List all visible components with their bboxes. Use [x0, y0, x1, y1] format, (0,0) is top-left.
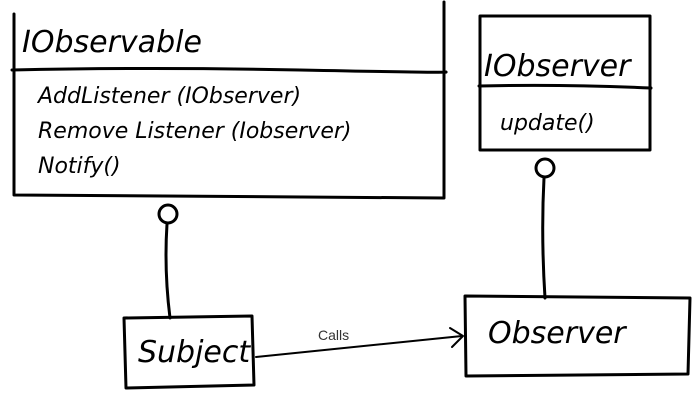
iobservable-divider — [10, 67, 448, 74]
calls-association: Calls — [255, 327, 464, 358]
iobservable-box-outline — [12, 0, 446, 200]
observer-box-outline — [463, 294, 692, 378]
iobservable-class: IObservable AddListener (IObserver) Remo… — [10, 0, 448, 200]
iobserver-lollipop — [534, 157, 556, 300]
iobservable-realization-line — [164, 222, 172, 320]
iobservable-name: IObservable — [22, 25, 202, 60]
calls-arrow-line — [255, 335, 463, 358]
iobserver-realization-line — [541, 176, 547, 300]
iobserver-divider — [477, 83, 653, 90]
iobserver-name: IObserver — [484, 49, 632, 84]
subject-class: Subject — [122, 314, 256, 390]
iobservable-method-add: AddListener (IObserver) — [36, 84, 301, 109]
iobservable-lollipop — [157, 203, 179, 320]
iobservable-interface-circle — [157, 203, 179, 225]
observer-class: Observer — [463, 294, 692, 378]
iobserver-method-update: update() — [500, 111, 595, 136]
iobserver-interface-circle — [534, 157, 556, 179]
observer-name: Observer — [488, 316, 627, 351]
calls-label: Calls — [318, 327, 349, 343]
subject-name: Subject — [138, 335, 251, 370]
iobserver-class: IObserver update() — [477, 14, 653, 152]
iobservable-method-remove: Remove Listener (Iobserver) — [38, 119, 352, 144]
iobservable-method-notify: Notify() — [38, 154, 121, 179]
iobserver-box-outline — [478, 14, 652, 152]
subject-box-outline — [122, 314, 256, 390]
calls-arrowhead — [449, 327, 464, 348]
